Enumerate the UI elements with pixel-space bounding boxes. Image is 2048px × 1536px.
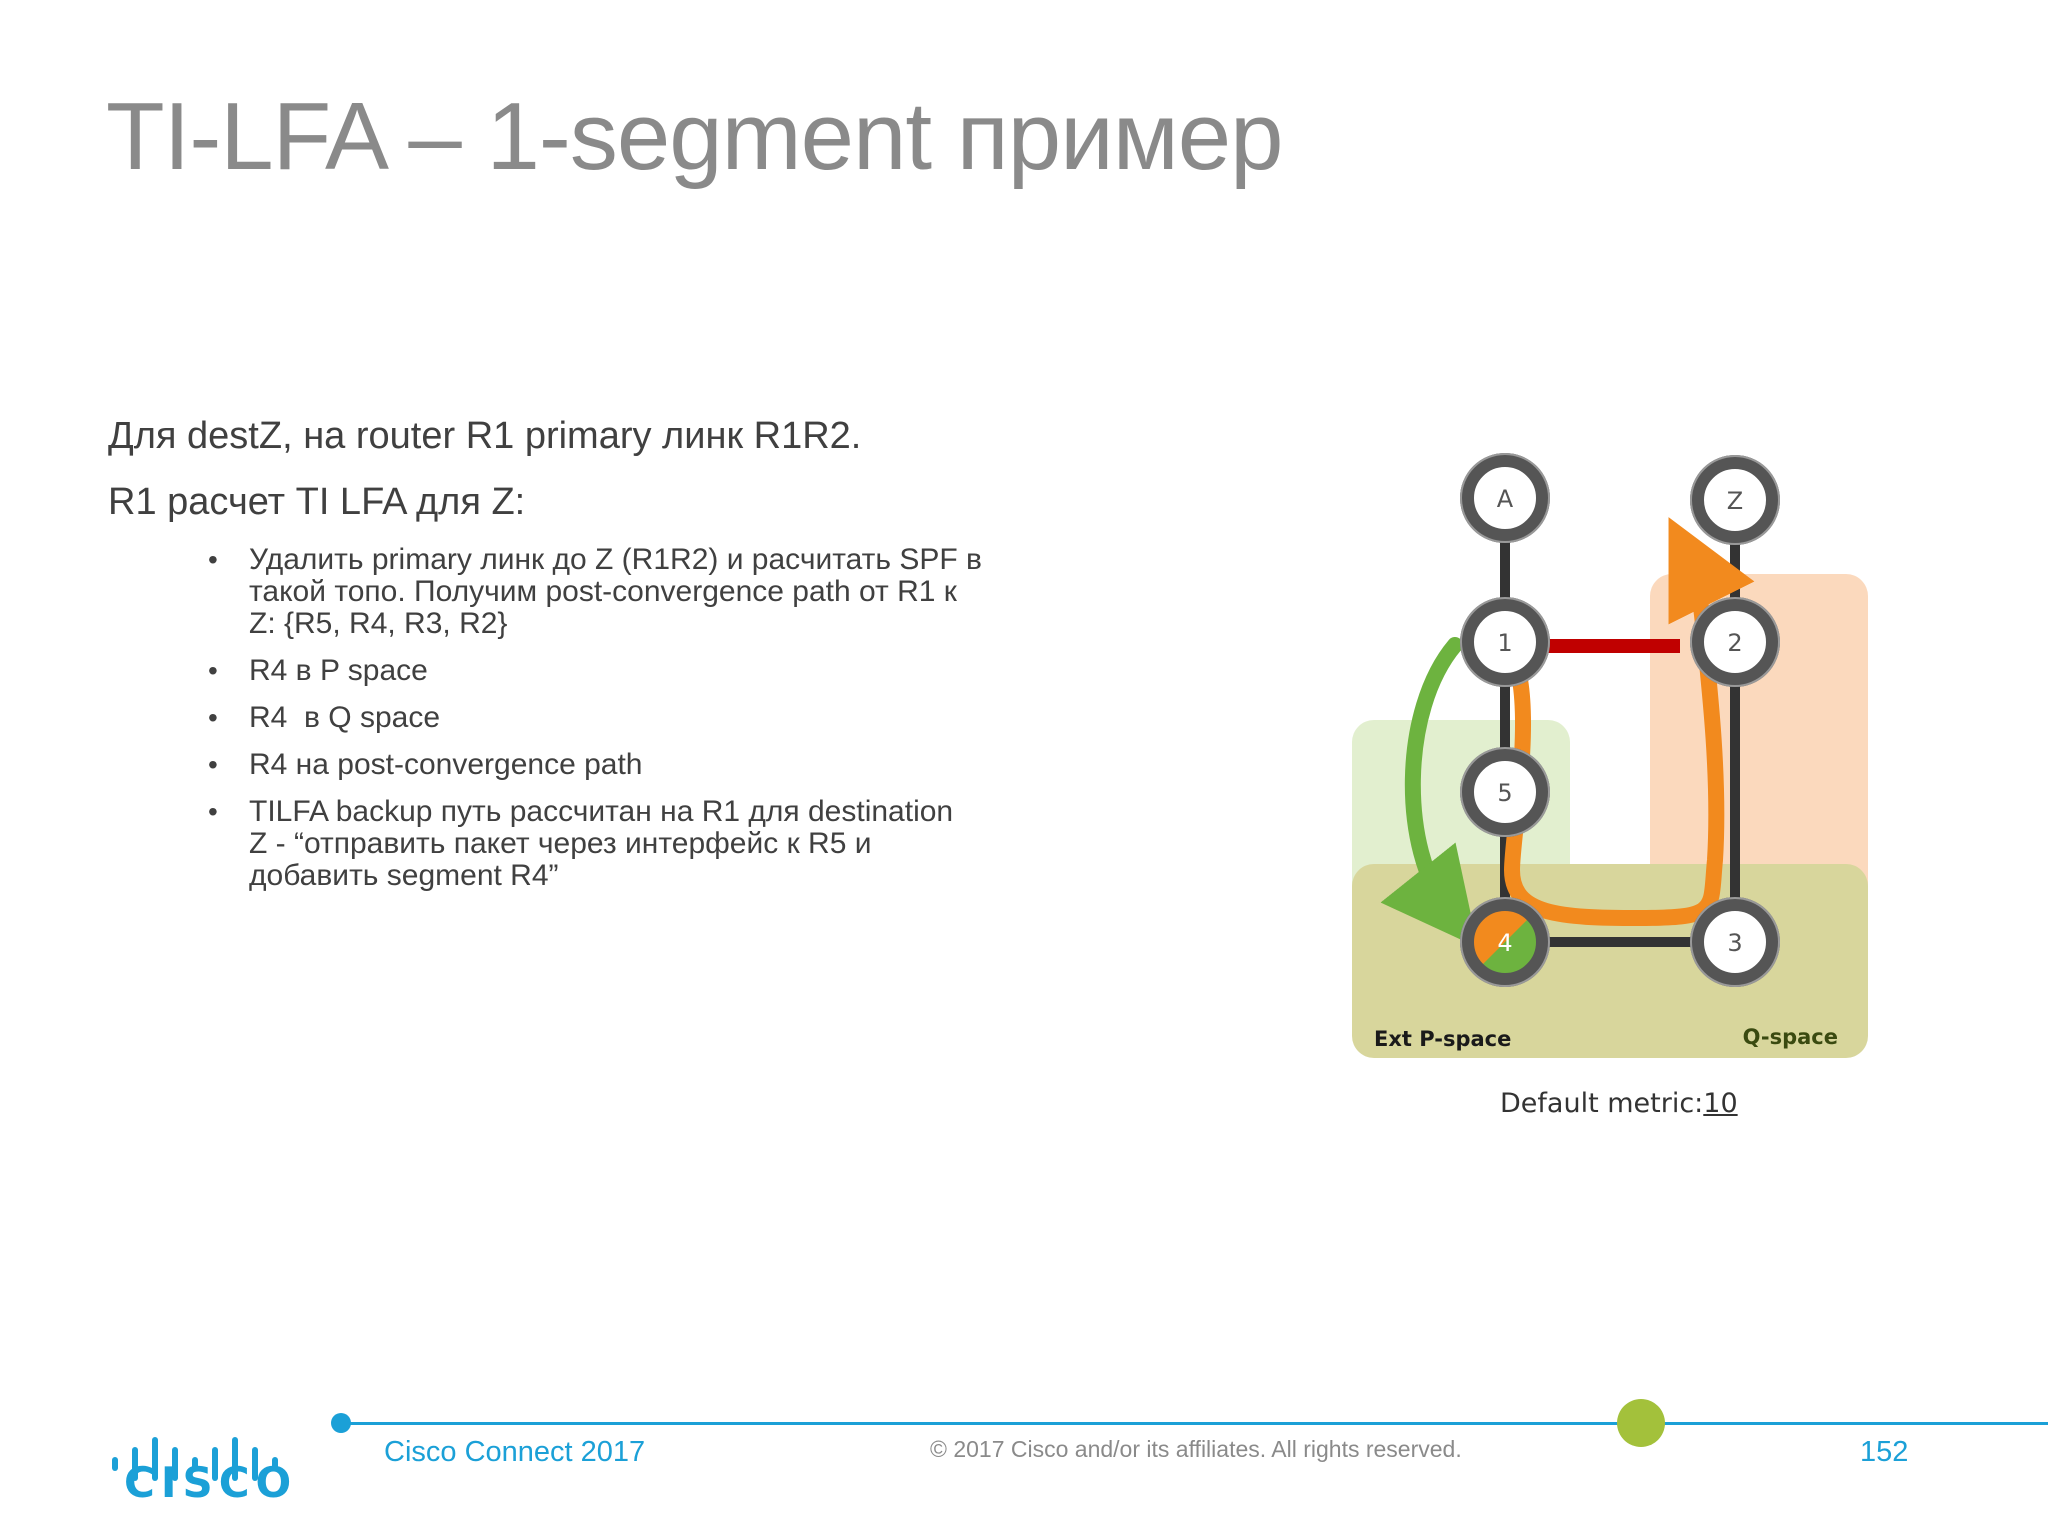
node-4 (1460, 897, 1550, 987)
bullet-item: • TILFA backup путь рассчитан на R1 для d… (208, 795, 979, 892)
bullet-text: Удалить primary линк до Z (R1R2) и расчи… (249, 543, 982, 640)
slide-title: TI-LFA – 1-segment пример (106, 83, 1283, 190)
cisco-logo-word: CISCO (124, 1458, 298, 1507)
bullet-text: R4 в Q space (249, 701, 441, 734)
q-space-label: Q-space (1743, 1025, 1838, 1049)
bullet-text: R4 на post-convergence path (249, 748, 643, 781)
node-label-2: 2 (1727, 629, 1742, 657)
bullet-item: • R4 в Q space (208, 701, 1008, 734)
footer-rule (340, 1422, 2048, 1425)
ext-p-space-label: Ext P-space (1374, 1027, 1511, 1051)
bullet-item: • R4 в P space (208, 654, 1008, 687)
bullet-text: R4 в P space (249, 654, 428, 687)
page-number: 152 (1860, 1436, 1909, 1468)
node-label-1: 1 (1497, 629, 1512, 657)
bullet-dot: • (208, 655, 218, 686)
slide-body: Для destZ, на router R1 primary линк R1R… (108, 412, 1008, 907)
footer-dot-progress (1617, 1399, 1665, 1447)
intro-line-1: Для destZ, на router R1 primary линк R1R… (108, 415, 862, 457)
topology-svg: A Z 1 2 5 4 3 Ext P-space Q-space (1352, 453, 1868, 1058)
bullet-dot: • (208, 544, 218, 575)
node-label-5: 5 (1497, 779, 1512, 807)
intro-line-2: R1 расчет TI LFA для Z: (108, 481, 526, 523)
cisco-logo-icon (112, 1437, 278, 1481)
footer-event-name: Cisco Connect 2017 (384, 1436, 646, 1468)
node-3 (1690, 897, 1780, 987)
node-5 (1460, 747, 1550, 837)
topology-diagram: A Z 1 2 5 4 3 Ext P-space Q-space (1340, 440, 1900, 1120)
node-label-z: Z (1727, 487, 1743, 515)
bullet-dot: • (208, 702, 218, 733)
footer-dot-start (331, 1413, 351, 1433)
node-label-a: A (1497, 485, 1514, 513)
node-z (1690, 455, 1780, 545)
node-label-4: 4 (1497, 929, 1512, 957)
node-2 (1690, 597, 1780, 687)
default-metric-note: Default metric:10 (1500, 1088, 1738, 1119)
node-a (1460, 453, 1550, 543)
node-1 (1460, 597, 1550, 687)
node-label-3: 3 (1727, 929, 1742, 957)
footer-copyright: © 2017 Cisco and/or its affiliates. All … (930, 1436, 1462, 1462)
bullet-text: TILFA backup путь рассчитан на R1 для de… (249, 795, 954, 892)
bullet-dot: • (208, 749, 218, 780)
backup-path-arrow (1380, 637, 1478, 948)
bullet-item: • Удалить primary линк до Z (R1R2) и расч… (208, 543, 989, 640)
metric-value: 10 (1703, 1088, 1738, 1119)
bullet-dot: • (208, 796, 218, 827)
bullet-item: • R4 на post-convergence path (208, 748, 1008, 781)
bullet-list: • Удалить primary линк до Z (R1R2) и расч… (108, 544, 1008, 892)
metric-label: Default metric: (1500, 1088, 1704, 1119)
